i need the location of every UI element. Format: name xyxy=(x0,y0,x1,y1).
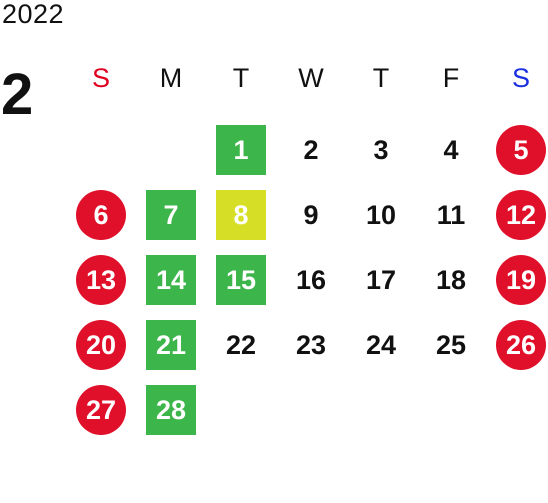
weekday-header-thu: T xyxy=(372,63,390,93)
calendar-day-25[interactable]: 25 xyxy=(435,329,467,360)
calendar-day-7[interactable]: 7 xyxy=(146,190,196,240)
calendar-day-2[interactable]: 2 xyxy=(303,134,319,165)
weekday-header-sun: S xyxy=(91,63,110,93)
calendar-day-9[interactable]: 9 xyxy=(303,199,319,230)
calendar-day-27[interactable]: 27 xyxy=(76,385,126,435)
weekday-header-mon: M xyxy=(159,63,183,93)
calendar-day-14[interactable]: 14 xyxy=(146,255,196,305)
weekday-header-sat: S xyxy=(511,63,530,93)
weekday-header-fri: F xyxy=(442,63,460,93)
calendar-year: 2022 xyxy=(2,0,65,29)
calendar-day-16[interactable]: 16 xyxy=(295,264,327,295)
calendar-day-28[interactable]: 28 xyxy=(146,385,196,435)
calendar-day-3[interactable]: 3 xyxy=(373,134,389,165)
calendar-day-15[interactable]: 15 xyxy=(216,255,266,305)
calendar-day-10[interactable]: 10 xyxy=(365,199,397,230)
calendar-month: 2 xyxy=(1,62,34,127)
calendar-day-23[interactable]: 23 xyxy=(295,329,327,360)
calendar-day-18[interactable]: 18 xyxy=(435,264,467,295)
calendar-day-8[interactable]: 8 xyxy=(216,190,266,240)
calendar-day-21[interactable]: 21 xyxy=(146,320,196,370)
calendar-day-19[interactable]: 19 xyxy=(496,255,546,305)
calendar-day-6[interactable]: 6 xyxy=(76,190,126,240)
weekday-header-tue: T xyxy=(232,63,250,93)
calendar-day-13[interactable]: 13 xyxy=(76,255,126,305)
calendar-day-5[interactable]: 5 xyxy=(496,125,546,175)
calendar-day-4[interactable]: 4 xyxy=(443,134,459,165)
calendar-day-17[interactable]: 17 xyxy=(365,264,397,295)
calendar-day-22[interactable]: 22 xyxy=(225,329,257,360)
calendar-day-24[interactable]: 24 xyxy=(365,329,397,360)
calendar-day-1[interactable]: 1 xyxy=(216,125,266,175)
calendar-day-12[interactable]: 12 xyxy=(496,190,546,240)
calendar-day-20[interactable]: 20 xyxy=(76,320,126,370)
calendar-day-11[interactable]: 11 xyxy=(436,199,466,230)
weekday-header-wed: W xyxy=(298,63,324,93)
calendar-day-26[interactable]: 26 xyxy=(496,320,546,370)
